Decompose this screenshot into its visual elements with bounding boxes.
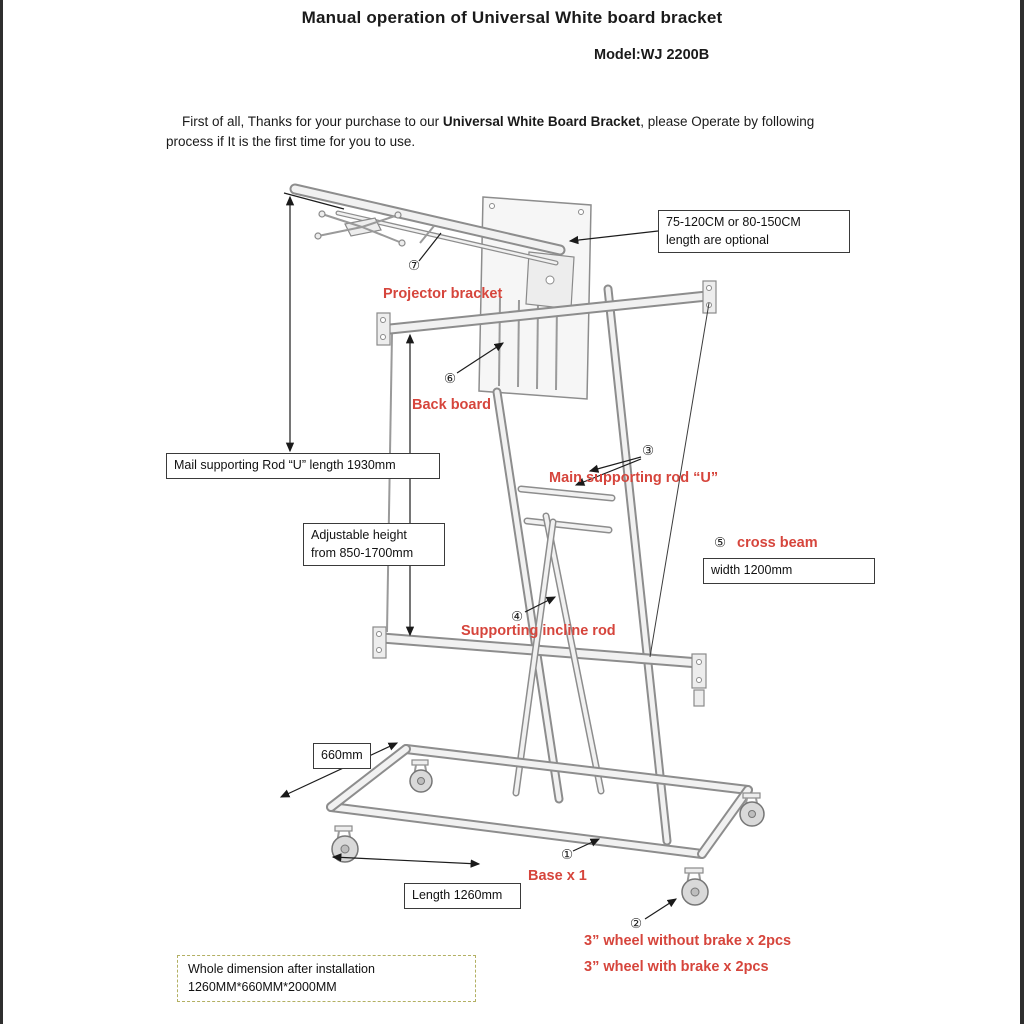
wheel-no-brake-label: 3” wheel without brake x 2pcs — [584, 933, 792, 949]
intro-text-before: First of all, Thanks for your purchase t… — [182, 114, 443, 129]
cross-beam-label: cross beam — [737, 535, 818, 551]
callout-number-6: ⑥ — [444, 371, 457, 386]
adjustable-height-box: Adjustable height from 850-1700mm — [303, 523, 445, 566]
scan-edge-right — [1020, 0, 1024, 1024]
projector-bracket-label: Projector bracket — [383, 286, 503, 302]
optional-length-box: 75-120CM or 80-150CM length are optional — [658, 210, 850, 253]
page-title: Manual operation of Universal White boar… — [301, 8, 723, 27]
callout-number-5: ⑤ — [714, 535, 727, 550]
length-box: Length 1260mm — [404, 883, 521, 909]
projector-arm-shape — [289, 183, 566, 266]
wheel-with-brake-label: 3” wheel with brake x 2pcs — [584, 959, 769, 975]
base-shape — [326, 744, 753, 859]
depth-box: 660mm — [313, 743, 371, 769]
intro-text-bold: Universal White Board Bracket — [442, 114, 641, 129]
callout-number-2: ② — [630, 916, 643, 931]
intro-paragraph: First of all, Thanks for your purchase t… — [166, 112, 818, 151]
base-label: Base x 1 — [528, 868, 587, 884]
model-number: Model:WJ 2200B — [594, 47, 710, 63]
main-rod-label: Main supporting rod “U” — [549, 470, 719, 486]
cross-beam-shapes — [372, 280, 717, 707]
callout-number-7: ⑦ — [408, 258, 421, 273]
main-rod-shapes — [492, 284, 672, 846]
scan-edge-left — [0, 0, 3, 1024]
incline-rod-shapes — [512, 512, 605, 797]
back-board-label: Back board — [412, 397, 491, 413]
callout-number-4: ④ — [511, 609, 524, 624]
width-box: width 1200mm — [703, 558, 875, 584]
intro-text-after: , please Operate by following process if… — [166, 114, 815, 149]
whole-dimension-box: Whole dimension after installation 1260M… — [177, 955, 476, 1002]
dimension-arrows — [279, 192, 481, 868]
callout-number-3: ③ — [642, 443, 655, 458]
rod-length-box: Mail supporting Rod “U” length 1930mm — [166, 453, 440, 479]
callout-number-1: ① — [561, 847, 574, 862]
incline-rod-label: Supporting incline rod — [461, 623, 616, 639]
callout-leaders — [418, 230, 678, 920]
